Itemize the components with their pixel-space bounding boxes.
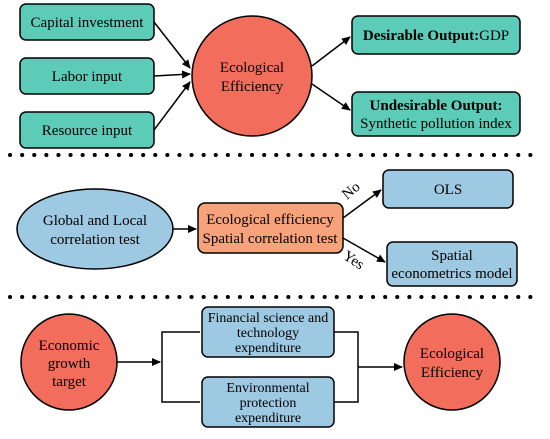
spatial-econometrics-line-2: econometrics model (391, 266, 512, 282)
ecological-efficiency-end-circle (403, 313, 501, 411)
economic-growth-line-3: target (52, 374, 87, 390)
spatial-correlation-line-1: Ecological efficiency (206, 212, 334, 228)
arrow-spatial-to-econometrics (342, 237, 386, 263)
ecological-efficiency-circle (191, 15, 313, 137)
ecological-efficiency-end-line-2: Efficiency (421, 365, 484, 381)
arrow-resource-to-efficiency (153, 81, 191, 131)
spatial-econometrics-line-1: Spatial (431, 248, 473, 264)
capital-investment-label: Capital investment (31, 15, 145, 31)
economic-growth-line-1: Economic (39, 338, 100, 354)
environmental-line-2: protection (240, 396, 297, 411)
arrow-labor-to-efficiency (153, 70, 191, 79)
ecological-efficiency-line-1: Ecological (220, 60, 284, 76)
financial-line-2: technology (237, 326, 299, 341)
section-1-inputs-outputs: Capital investment Labor input Resource … (19, 3, 521, 149)
desirable-output-box (351, 15, 521, 55)
financial-line-3: expenditure (235, 341, 301, 356)
spatial-correlation-line-2: Spatial correlation test (203, 231, 339, 247)
section-3-mediation: Economic growth target Financial science… (20, 306, 501, 428)
environmental-line-3: expenditure (235, 411, 301, 426)
branch-no-label: No (339, 179, 363, 203)
global-local-correlation-ellipse (16, 188, 174, 270)
section-2-spatial-test: Global and Local correlation test Ecolog… (16, 169, 518, 287)
spatial-correlation-test-box (197, 202, 344, 254)
ols-label: OLS (434, 182, 462, 198)
resource-input-label: Resource input (42, 123, 133, 139)
spatial-econometrics-box (386, 241, 518, 287)
arrow-efficiency-to-desirable (311, 36, 351, 67)
arrow-capital-to-efficiency (153, 21, 191, 69)
connector-left-bracket (161, 331, 200, 403)
ecological-efficiency-end-line-1: Ecological (420, 346, 484, 362)
economic-growth-line-2: growth (48, 356, 91, 372)
global-local-line-1: Global and Local (43, 213, 147, 229)
arrow-efficiency-to-undesirable (311, 83, 351, 111)
branch-yes-label: Yes (340, 248, 367, 273)
undesirable-output-box (351, 91, 521, 137)
environmental-line-1: Environmental (226, 381, 309, 396)
desirable-output-label: Desirable Output:GDP (363, 28, 509, 44)
financial-line-1: Financial science and (208, 311, 329, 326)
labor-input-label: Labor input (52, 69, 123, 85)
ecological-efficiency-line-2: Efficiency (221, 79, 284, 95)
connector-right-bracket (334, 331, 359, 403)
undesirable-output-subtitle: Synthetic pollution index (360, 116, 512, 132)
ols-box (382, 169, 514, 209)
global-local-line-2: correlation test (50, 232, 140, 248)
arrow-spatial-to-ols (342, 189, 382, 219)
undesirable-output-title: Undesirable Output: (370, 98, 503, 114)
